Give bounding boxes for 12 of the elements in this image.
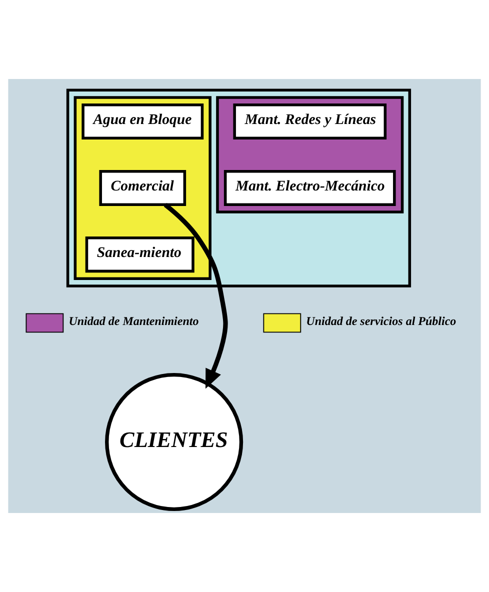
arrow: [164, 202, 228, 389]
cluster: [216, 96, 404, 214]
node-box: Sanea-miento: [85, 236, 194, 273]
node-box: Comercial: [99, 170, 186, 206]
node-box: Mant. Electro-Mecánico: [224, 170, 396, 206]
cluster: [66, 88, 412, 288]
node-box: Mant. Redes y Líneas: [233, 103, 387, 140]
node-circle: CLIENTES: [105, 372, 244, 512]
legend-label: Unidad de Mantenimiento: [68, 314, 199, 328]
cluster: [74, 96, 212, 280]
node-box: Agua en Bloque: [82, 103, 204, 140]
legend-label: Unidad de servicios al Público: [306, 314, 456, 328]
